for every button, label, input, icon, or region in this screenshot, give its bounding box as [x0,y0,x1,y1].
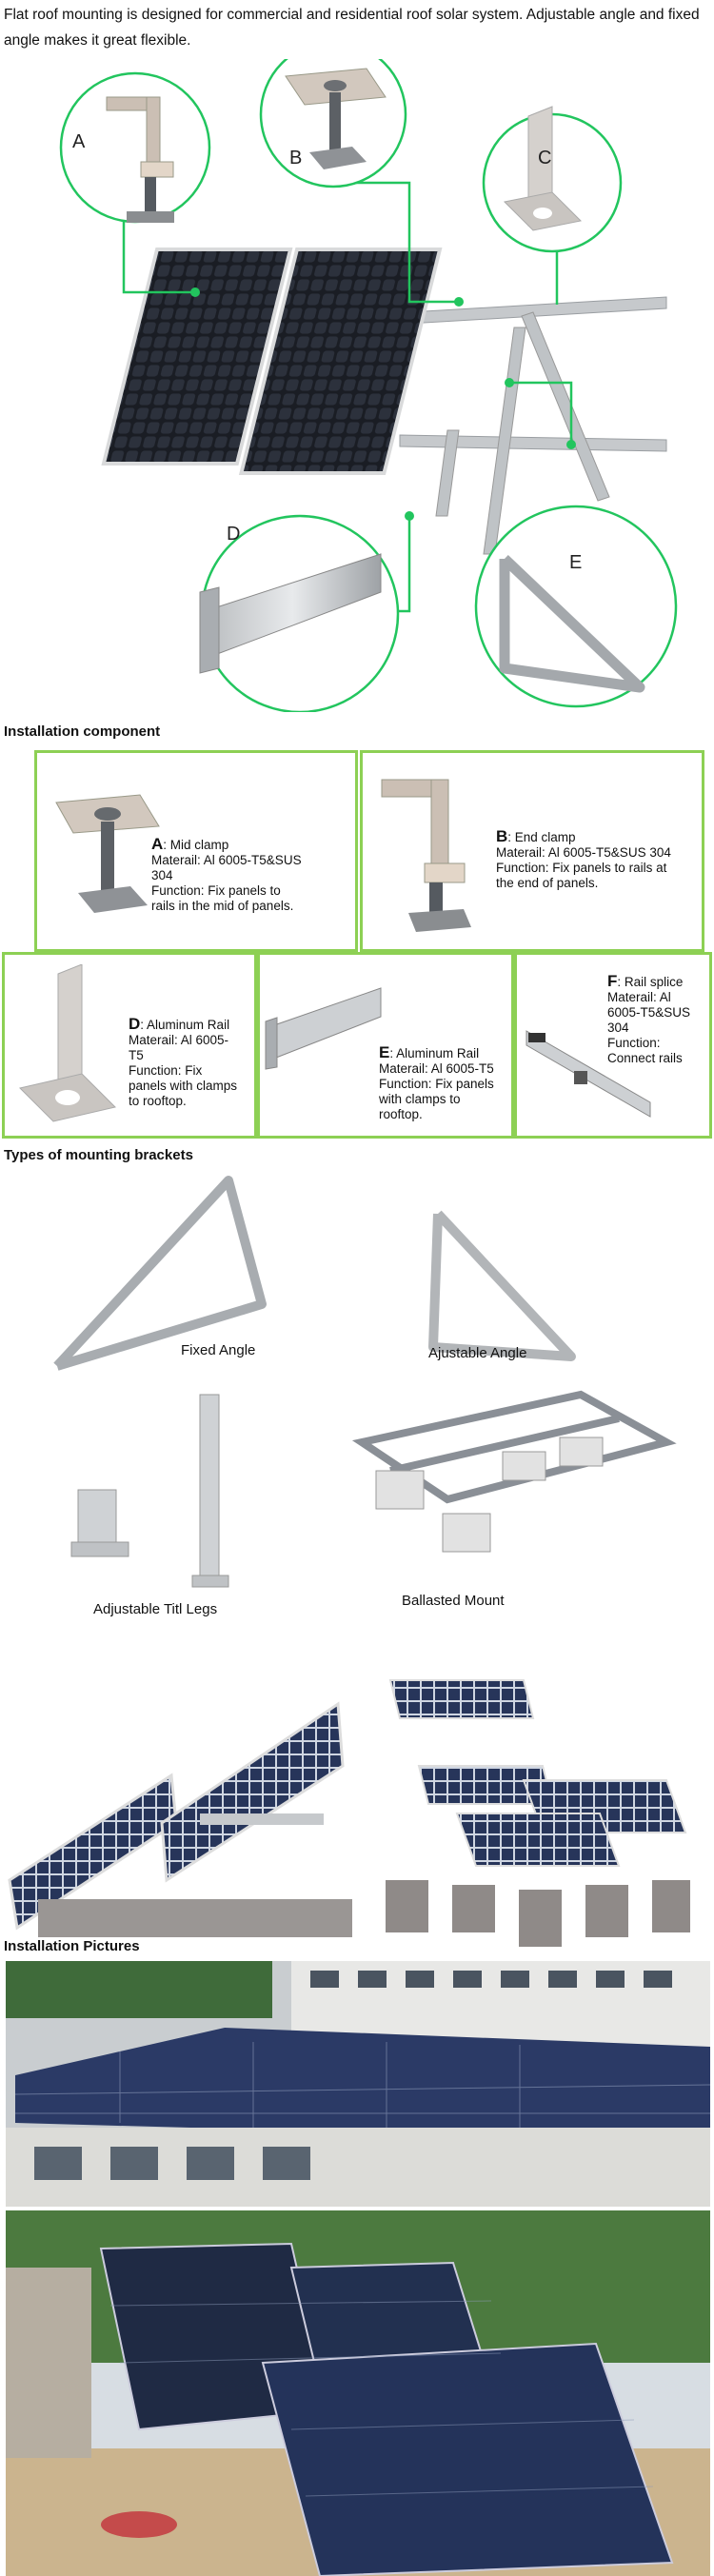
mounting-system-diagram: A B C D E [59,59,678,712]
component-box-b: B: End clamp Materail: Al 6005-T5&SUS 30… [360,750,704,952]
component-f-name: : Rail splice [617,975,684,989]
panel-mount-render-left [8,1701,352,1937]
component-d-line: Function: Fix [129,1063,203,1078]
component-a-name: : Mid clamp [163,838,229,852]
component-f-letter: F [607,972,618,990]
rail-splice-image [526,1030,651,1118]
component-d-text: D: Aluminum Rail Materail: Al 6005- T5 F… [129,1015,257,1109]
caption-fixed-angle: Fixed Angle [181,1342,256,1358]
adjustable-angle-bracket [428,1210,576,1361]
adjustable-tilt-legs [70,1394,229,1588]
caption-adjustable-angle: Ajustable Angle [428,1345,527,1361]
component-d-line: to rooftop. [129,1094,187,1108]
caption-adjustable-tilt-legs: Adjustable Titl Legs [93,1601,218,1617]
component-e-letter: E [379,1043,390,1061]
component-b-name: : End clamp [507,830,576,844]
component-a-line: Function: Fix panels to [151,883,281,898]
component-d-line: panels with clamps [129,1079,238,1093]
component-box-e: E: Aluminum Rail Materail: Al 6005-T5 Fu… [257,952,514,1139]
component-box-a: A: Mid clamp Materail: Al 6005-T5&SUS 30… [34,750,358,952]
component-e-name: : Aluminum Rail [389,1046,480,1060]
caption-ballasted-mount: Ballasted Mount [402,1593,505,1609]
component-e-line: Materail: Al 6005-T5 [379,1061,494,1076]
panel-mount-render-right [386,1679,690,1947]
component-f-line: Connect rails [607,1051,683,1065]
component-b-text: B: End clamp Materail: Al 6005-T5&SUS 30… [496,827,705,891]
component-e-line: with clamps to [379,1092,461,1106]
component-e-line: rooftop. [379,1107,423,1121]
component-d-line: T5 [129,1048,144,1062]
component-box-f: F: Rail splice Materail: Al 6005-T5&SUS … [514,952,712,1139]
ballasted-mount-bracket [351,1390,677,1553]
component-b-line: Function: Fix panels to rails at [496,861,667,875]
callout-label-e: E [569,552,582,573]
component-e-text: E: Aluminum Rail Materail: Al 6005-T5 Fu… [379,1043,514,1122]
component-e-line: Function: Fix panels [379,1077,494,1091]
component-b-letter: B [496,827,508,845]
component-box-d: D: Aluminum Rail Materail: Al 6005- T5 F… [2,952,257,1139]
end-clamp-image [381,779,471,932]
component-a-line: Materail: Al 6005-T5&SUS [151,853,302,867]
section-title-types: Types of mounting brackets [4,1147,193,1163]
bracket-types-illustration [8,1176,690,1947]
mid-clamp-image [55,794,160,913]
component-d-line: Materail: Al 6005- [129,1033,229,1047]
installation-photo-tilted-array [6,2210,710,2576]
callout-label-c: C [538,148,551,168]
component-f-text: F: Rail splice Materail: Al 6005-T5&SUS … [607,972,712,1066]
component-d-name: : Aluminum Rail [140,1018,230,1032]
component-a-line: 304 [151,868,173,882]
callout-label-b: B [289,148,302,168]
component-f-line: Materail: Al [607,990,671,1004]
component-b-line: Materail: Al 6005-T5&SUS 304 [496,845,671,860]
installation-photo-rooftop [6,1961,710,2207]
component-f-line: 6005-T5&SUS [607,1005,691,1020]
fixed-angle-bracket [53,1176,267,1371]
component-a-line: rails in the mid of panels. [151,899,294,913]
callout-label-a: A [72,131,86,152]
component-b-line: the end of panels. [496,876,599,890]
component-d-letter: D [129,1015,141,1033]
component-a-letter: A [151,835,164,853]
component-f-line: Function: [607,1036,661,1050]
intro-text: Flat roof mounting is designed for comme… [4,7,700,49]
section-title-installation: Installation component [4,723,161,740]
component-a-text: A: Mid clamp Materail: Al 6005-T5&SUS 30… [151,835,356,914]
section-title-pictures: Installation Pictures [4,1938,140,1954]
component-f-line: 304 [607,1020,629,1035]
aluminum-rail-image [19,964,116,1122]
aluminum-rail-profile-image [265,987,382,1070]
callout-label-d: D [227,524,240,545]
